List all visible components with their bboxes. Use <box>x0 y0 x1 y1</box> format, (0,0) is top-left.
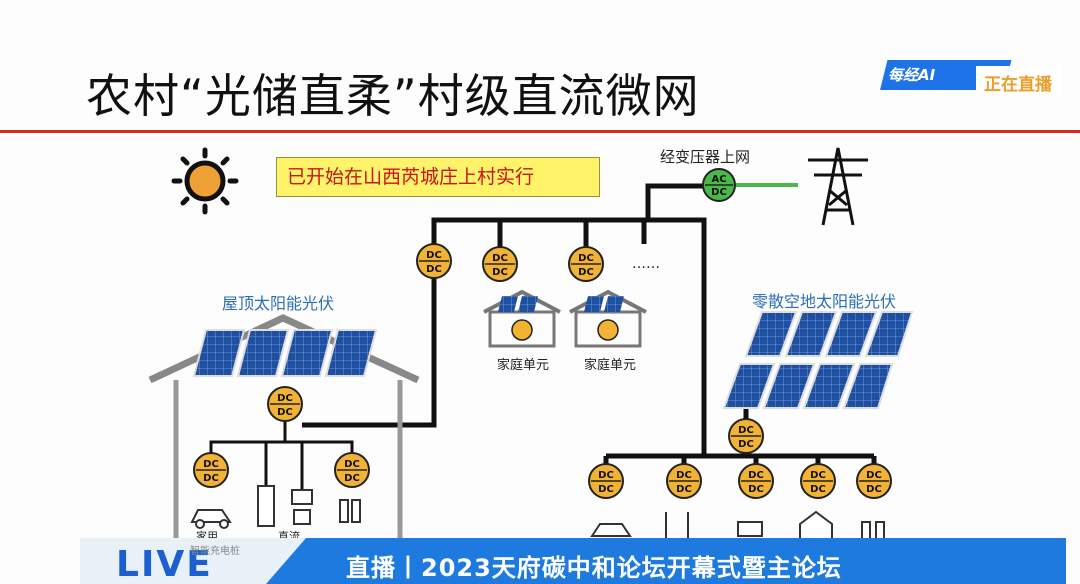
ac-dc-converter-icon: AC DC <box>702 168 736 202</box>
highlight-banner: 已开始在山西芮城庄上村实行 <box>276 157 600 197</box>
svg-text:DC: DC <box>277 407 293 418</box>
ticker-bar <box>266 538 1066 584</box>
svg-text:DC: DC <box>810 470 826 481</box>
svg-text:DC: DC <box>866 484 882 495</box>
tv-icon <box>291 489 313 505</box>
svg-text:DC: DC <box>711 187 727 198</box>
transmission-tower-icon <box>808 147 868 226</box>
live-badge: LIVE <box>116 544 213 584</box>
battery-icon <box>339 499 349 523</box>
sun-icon <box>171 147 239 215</box>
field-solar-array <box>722 311 914 409</box>
svg-text:DC: DC <box>203 473 219 484</box>
house-circuit <box>209 420 354 490</box>
building-icon <box>799 510 833 541</box>
field-pv-label: 零散空地太阳能光伏 <box>752 292 897 311</box>
ev-car-icon-2 <box>590 523 632 537</box>
household-unit-icon <box>483 289 647 348</box>
svg-text:DC: DC <box>277 393 293 404</box>
svg-text:DC: DC <box>598 470 614 481</box>
slide-title: 农村“光储直柔”村级直流微网 <box>86 69 700 123</box>
live-ticker: LIVE 直播丨2023天府碳中和论坛开幕式暨主论坛 <box>80 538 1080 584</box>
svg-text:DC: DC <box>598 484 614 495</box>
logo-brand-text: 每经AI <box>888 66 936 84</box>
svg-text:DC: DC <box>578 253 594 264</box>
svg-text:AC: AC <box>711 174 726 185</box>
brand-logo: 每经AI 正在直播 <box>880 60 1064 96</box>
svg-text:DC: DC <box>578 267 594 278</box>
dc-bus-lines <box>302 183 877 466</box>
svg-text:DC: DC <box>426 250 442 261</box>
svg-text:DC: DC <box>676 484 692 495</box>
ev-car-icon <box>190 509 232 523</box>
svg-text:DC: DC <box>866 470 882 481</box>
svg-text:DC: DC <box>738 425 754 436</box>
title-divider <box>0 130 1080 133</box>
household-unit-label-2: 家庭单元 <box>584 358 637 373</box>
appliance-icons <box>190 485 885 541</box>
rice-cooker-icon <box>293 509 311 525</box>
live-status-badge: 正在直播 <box>976 66 1062 96</box>
svg-text:DC: DC <box>344 459 360 470</box>
more-units-ellipsis: …… <box>632 256 660 272</box>
ticker-small-label: 智能充电桩 <box>190 546 240 557</box>
svg-text:DC: DC <box>426 264 442 275</box>
ticker-headline: 直播丨2023天府碳中和论坛开幕式暨主论坛 <box>346 554 842 582</box>
svg-text:DC: DC <box>203 459 219 470</box>
svg-text:DC: DC <box>738 439 754 450</box>
live-status-text: 正在直播 <box>984 75 1052 95</box>
rooftop-pv-label: 屋顶太阳能光伏 <box>222 294 335 313</box>
svg-text:DC: DC <box>344 473 360 484</box>
tractor-icon <box>737 521 763 537</box>
svg-text:DC: DC <box>676 470 692 481</box>
svg-text:DC: DC <box>492 253 508 264</box>
svg-text:DC: DC <box>748 470 764 481</box>
svg-text:DC: DC <box>748 484 764 495</box>
household-unit-label: 家庭单元 <box>497 358 550 373</box>
transformer-label: 经变压器上网 <box>660 148 751 166</box>
fridge-icon <box>257 485 275 527</box>
rooftop-house <box>148 314 420 584</box>
svg-text:DC: DC <box>810 484 826 495</box>
svg-text:DC: DC <box>492 267 508 278</box>
